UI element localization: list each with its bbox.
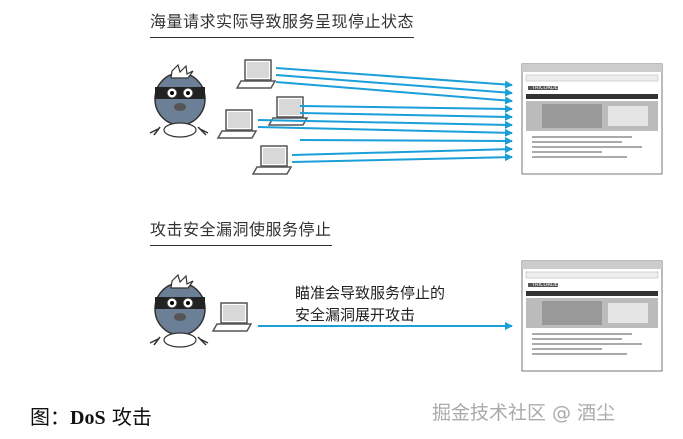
laptop-4	[252, 145, 292, 175]
figure-caption: 图：DoS 攻击	[30, 405, 152, 429]
laptop-3	[217, 109, 257, 139]
server-browser-1	[521, 63, 663, 175]
browser-logo-2: TRICORDER	[531, 282, 562, 288]
server-browser-2	[521, 260, 663, 372]
section1-title: 海量请求实际导致服务呈现停止状态	[150, 8, 415, 38]
attack-caption: 瞄准会导致服务停止的 安全漏洞展开攻击	[295, 284, 446, 324]
hacker-figure-1	[149, 64, 209, 138]
browser-logo-1: TRICORDER	[531, 85, 562, 91]
laptop-1	[236, 59, 276, 89]
laptop-5	[212, 302, 252, 332]
section2-title: 攻击安全漏洞使服务停止	[150, 216, 332, 246]
hacker-figure-2	[149, 274, 209, 348]
watermark: 掘金技术社区 @ 酒尘	[432, 402, 616, 424]
request-arrows	[257, 67, 513, 163]
